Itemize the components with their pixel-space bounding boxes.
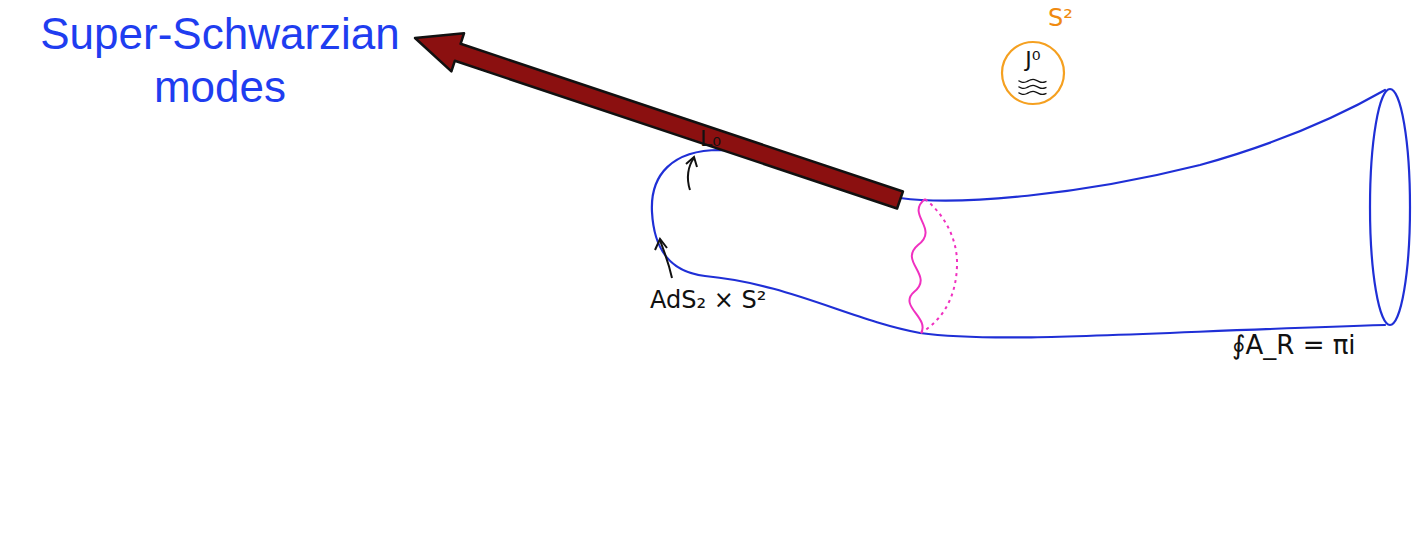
wave-mark — [1018, 85, 1046, 88]
current-label: J⁰ — [1000, 48, 1066, 72]
callout-title: Super-Schwarzian modes — [10, 8, 430, 114]
math-label: ∮A_R = πi — [1232, 330, 1356, 361]
math-label: AdS₂ × S² — [650, 286, 766, 315]
wave-mark — [1018, 91, 1046, 94]
math-label: L₀ — [700, 126, 721, 152]
rotation-arrow — [686, 157, 697, 167]
sphere-circle: J⁰ — [1000, 40, 1066, 106]
callout-arrow — [415, 33, 903, 208]
wave-mark — [1018, 79, 1046, 82]
wavy-cycle — [909, 199, 925, 333]
boundary-rim — [1370, 89, 1410, 325]
wavy-cycle-back — [921, 199, 957, 333]
throat-outline — [652, 212, 1385, 337]
math-label: S² — [1048, 4, 1073, 33]
pointer-line — [655, 239, 667, 250]
